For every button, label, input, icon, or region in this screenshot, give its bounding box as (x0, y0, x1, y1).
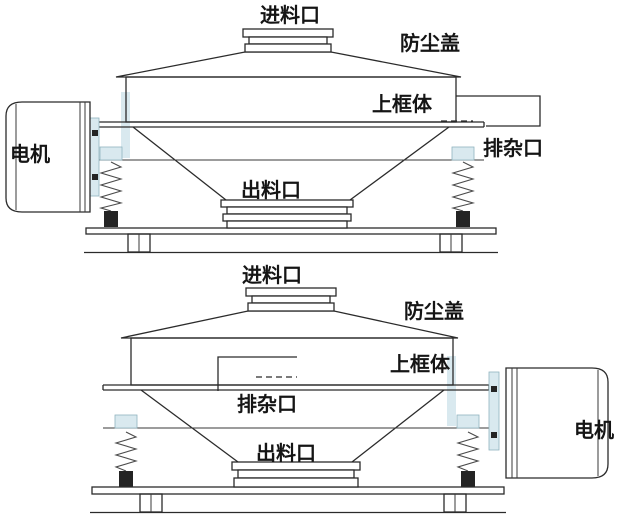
discharge-flange (233, 477, 359, 488)
impurity-duct (456, 95, 541, 127)
label-upper-frame: 上框体 (390, 352, 451, 376)
label-upper-frame: 上框体 (372, 92, 433, 116)
spring-base-bolt-left (119, 471, 133, 487)
spring-right (456, 431, 480, 472)
base-plate (91, 486, 505, 495)
label-discharge-port: 出料口 (256, 441, 316, 465)
spring-left (98, 161, 124, 212)
motor-bracket (89, 117, 100, 197)
bracket-bolt (491, 432, 497, 438)
inlet-flange (245, 287, 337, 297)
spring-left (114, 431, 138, 472)
spring-base-bolt-left (104, 211, 118, 227)
label-discharge-port: 出料口 (241, 178, 301, 202)
motor-body (5, 101, 91, 213)
spring-right (450, 161, 476, 212)
label-impurity-port: 排杂口 (237, 392, 297, 416)
machine-top-view: 进料口 防尘盖 上框体 排杂口 电机 出料口 (5, 3, 543, 254)
inlet-flange (251, 295, 331, 304)
label-impurity-port: 排杂口 (483, 136, 543, 160)
dust-cover-shape (115, 51, 462, 78)
discharge-flange (226, 220, 348, 229)
spring-seat-right (451, 146, 475, 161)
frame-mount-strip (447, 356, 456, 426)
label-inlet-port: 进料口 (260, 3, 320, 27)
bracket-bolt (92, 130, 98, 136)
machine-bottom-view: 进料口 防尘盖 上框体 排杂口 电机 出料口 (90, 263, 614, 514)
motor-body (505, 367, 609, 479)
frame-mount-strip (121, 92, 130, 158)
spring-seat-right (456, 414, 480, 429)
spring-seat-left (99, 146, 123, 161)
label-motor: 电机 (10, 142, 50, 166)
spring-seat-left (114, 414, 138, 429)
label-dust-cover: 防尘盖 (400, 31, 460, 55)
funnel-left-wall (140, 389, 239, 463)
funnel-right-wall (349, 126, 450, 201)
inlet-flange (242, 28, 334, 38)
spring-base-bolt-right (456, 211, 470, 227)
discharge-flange (222, 213, 352, 222)
inlet-flange (248, 36, 328, 45)
funnel-left-wall (132, 126, 227, 201)
funnel-right-wall (351, 389, 445, 463)
label-motor: 电机 (574, 418, 614, 442)
inlet-flange (247, 302, 335, 312)
impurity-port-leader (217, 356, 297, 391)
discharge-flange (237, 469, 355, 479)
motor-bracket (488, 371, 500, 451)
label-dust-cover: 防尘盖 (404, 299, 464, 323)
spring-base-bolt-right (461, 471, 475, 487)
base-plate (85, 227, 497, 235)
discharge-flange (226, 206, 348, 215)
bracket-bolt (92, 174, 98, 180)
bracket-bolt (491, 386, 497, 392)
inlet-flange (244, 43, 332, 53)
label-inlet-port: 进料口 (242, 263, 302, 287)
